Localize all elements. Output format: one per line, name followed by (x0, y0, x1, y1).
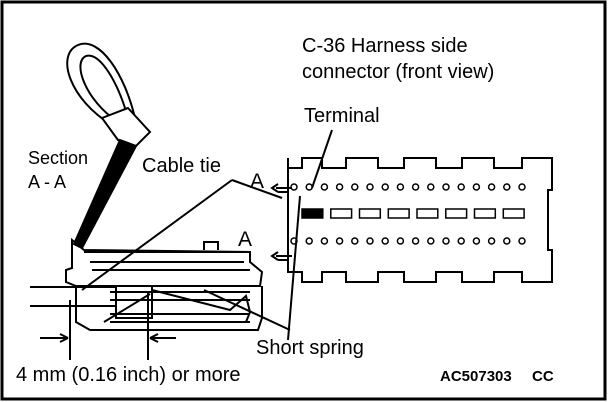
pin-top (411, 183, 420, 191)
section-line-vert (287, 195, 301, 341)
terminal-slot (330, 208, 353, 219)
pin-top (457, 183, 465, 191)
spring-contact (103, 293, 151, 323)
section-view (30, 42, 264, 360)
short-spring (151, 289, 252, 323)
pin-bottom (396, 237, 405, 245)
terminal-slot (358, 208, 382, 219)
terminal-slot (301, 208, 324, 219)
pin-top (351, 183, 359, 191)
pin-bottom (427, 237, 435, 245)
pin-top (503, 183, 511, 191)
terminal-slot (473, 208, 497, 219)
section-arrows (270, 183, 292, 261)
pin-bottom (487, 237, 496, 245)
connector-title-line2: connector (front view) (302, 61, 494, 83)
cable-tie-loop-inner (79, 54, 129, 123)
dimension-label: 4 mm (0.16 inch) or more (16, 364, 241, 386)
pin-bottom (411, 237, 420, 245)
pin-top (427, 183, 435, 191)
pin-bottom (472, 237, 481, 245)
connector-front-view (287, 157, 553, 283)
pin-top (381, 183, 389, 191)
pin-bottom (442, 237, 450, 245)
terminal-label: Terminal (304, 105, 380, 127)
pin-top (472, 183, 481, 191)
pin-top (320, 183, 329, 191)
pin-row-top (290, 183, 526, 191)
pin-bottom (366, 237, 374, 245)
pin-row-bottom (290, 237, 526, 245)
section-label-line2: A - A (28, 172, 66, 192)
housing-top-detail (84, 251, 250, 271)
pin-top (442, 183, 450, 191)
short-spring-leader (203, 289, 291, 331)
terminal-slot (387, 208, 410, 219)
pin-top (305, 183, 313, 191)
figure-code: AC507303 (440, 368, 512, 385)
cable-tie-leader (81, 179, 233, 291)
pin-bottom (518, 237, 526, 245)
cable-tie-label: Cable tie (142, 155, 221, 177)
cable-tie-loop (66, 42, 136, 126)
figure-code-suffix: CC (532, 368, 554, 385)
cable-tie-leader-2 (231, 179, 283, 199)
pin-top (396, 183, 405, 191)
connector-body-lower (75, 286, 263, 331)
section-label-line1: Section (28, 148, 88, 168)
pin-bottom (351, 237, 359, 245)
pin-bottom (381, 237, 389, 245)
short-spring-label: Short spring (256, 337, 364, 359)
pin-bottom (335, 237, 344, 245)
dimension-arrow (40, 333, 176, 343)
connector-title-line1: C-36 Harness side (302, 35, 468, 57)
terminal-slot (416, 208, 439, 219)
connector-outline (287, 157, 553, 283)
terminal-slot (502, 208, 525, 219)
section-marker-bottom: A (238, 228, 252, 251)
pin-bottom (457, 237, 465, 245)
pin-bottom (290, 237, 298, 245)
section-marker-top: A (250, 170, 264, 193)
cable-tie-head (100, 106, 152, 148)
pin-top (518, 183, 526, 191)
harness-wire (30, 286, 116, 307)
slot-row-middle (301, 208, 525, 219)
section-line (278, 191, 289, 261)
connector-inner-lines (110, 291, 250, 323)
section-arrow-bottom (270, 251, 292, 261)
pin-top (335, 183, 344, 191)
terminal-block (115, 285, 153, 319)
pin-bottom (305, 237, 313, 245)
pin-bottom (503, 237, 511, 245)
terminal-slot (445, 208, 468, 219)
pin-top (487, 183, 496, 191)
section-arrow-top (270, 183, 292, 193)
pin-bottom (320, 237, 329, 245)
housing-tab (203, 241, 219, 250)
pin-top (366, 183, 374, 191)
